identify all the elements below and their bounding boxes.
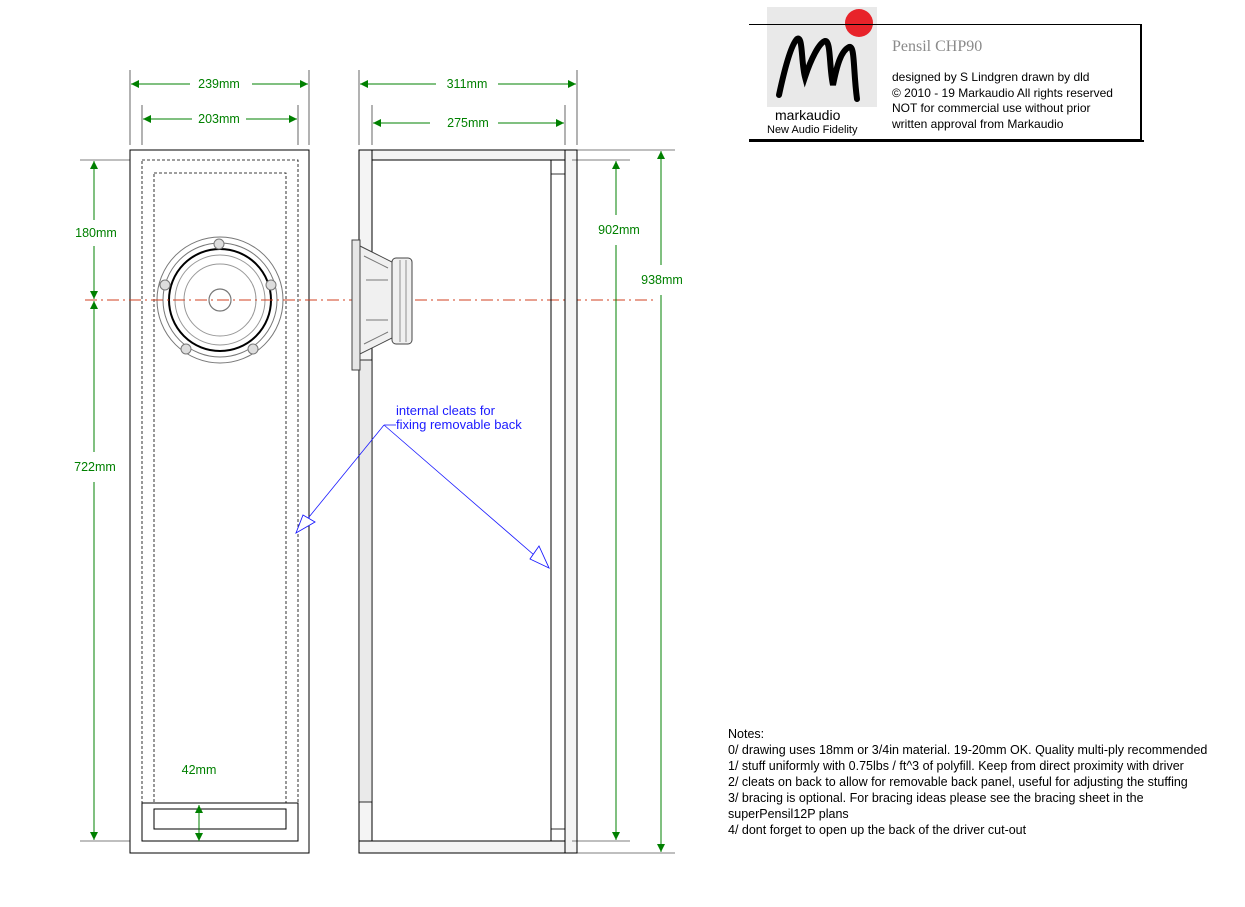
driver-side (351, 239, 413, 371)
front-width-dims: 239mm 203mm (129, 70, 310, 145)
front-cleat-outline (153, 172, 287, 804)
note-item: 2/ cleats on back to allow for removable… (728, 775, 1188, 789)
front-view (129, 149, 310, 854)
note-item: 0/ drawing uses 18mm or 3/4in material. … (728, 743, 1208, 757)
title-block-bottom-edge (749, 140, 1144, 142)
title-block-line: written approval from Markaudio (892, 116, 1064, 131)
annotation-line-2: fixing removable back (396, 417, 522, 432)
front-inner-outline (141, 159, 299, 842)
front-inner-width-label: 203mm (198, 112, 240, 126)
back-panel (564, 149, 578, 854)
side-inner-depth-label: 275mm (447, 116, 489, 130)
drawing-title: Pensil CHP90 (892, 38, 983, 55)
logo-tagline: New Audio Fidelity (767, 124, 858, 136)
annotation-line-1: internal cleats for (396, 403, 496, 418)
port-inner (153, 808, 287, 830)
side-view (351, 149, 578, 854)
driver-height-label: 180mm (75, 226, 117, 240)
bottom-panel (358, 840, 566, 854)
baffle-recess (358, 359, 373, 803)
front-height-dims: 180mm 722mm 42mm (74, 159, 217, 842)
cleat-annotation: internal cleats for fixing removable bac… (295, 403, 550, 569)
side-outer-depth-label: 311mm (447, 77, 488, 91)
port-height-label: 42mm (182, 763, 217, 777)
logo-brand: markaudio (775, 107, 841, 123)
note-item: 4/ dont forget to open up the back of th… (728, 823, 1027, 837)
title-block-line: designed by S Lindgren drawn by dld (892, 70, 1090, 84)
lower-height-label: 722mm (74, 460, 116, 474)
back-cleat (550, 159, 566, 842)
side-width-dims: 311mm 275mm (358, 70, 578, 145)
front-outer-width-label: 239mm (198, 77, 240, 91)
notes-heading: Notes: (728, 727, 765, 741)
port-outer (141, 802, 299, 842)
total-height-label: 938mm (641, 273, 683, 287)
markaudio-logo (767, 7, 877, 107)
notes-block: Notes: 0/ drawing uses 18mm or 3/4in mat… (728, 726, 1218, 838)
side-height-dims: 902mm 938mm (572, 149, 683, 854)
title-block-line: NOT for commercial use without prior (892, 101, 1091, 115)
note-item: 3/ bracing is optional. For bracing idea… (728, 791, 1144, 821)
top-panel (371, 149, 566, 161)
front-outer-panel (129, 149, 310, 854)
title-block-lines: designed by S Lindgren drawn by dld © 20… (892, 70, 1113, 132)
title-block-line: © 2010 - 19 Markaudio All rights reserve… (892, 85, 1113, 100)
logo-dot (845, 9, 873, 37)
note-item: 1/ stuff uniformly with 0.75lbs / ft^3 o… (728, 759, 1184, 773)
internal-height-label: 902mm (598, 223, 640, 237)
